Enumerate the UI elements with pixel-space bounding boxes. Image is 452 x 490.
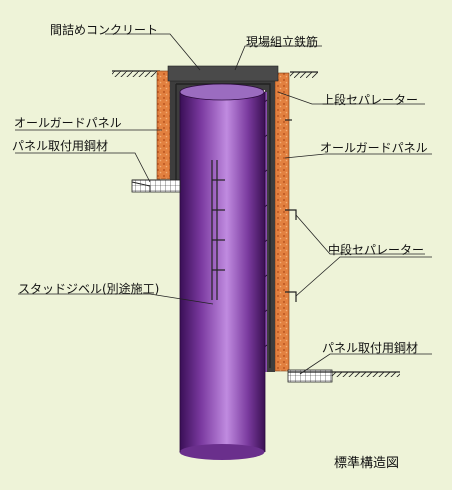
steel-pipe-pile	[179, 83, 266, 460]
label-panel-steel-left: パネル取付用鋼材	[12, 139, 109, 153]
ground-left	[112, 70, 160, 77]
separator-brackets	[285, 119, 297, 302]
label-all-guard-panel-left: オールガードパネル	[14, 116, 122, 130]
rebar-frame	[175, 83, 271, 368]
right-foundation	[287, 369, 400, 383]
label-all-guard-panel-right: オールガードパネル	[320, 141, 428, 155]
leader-lines	[15, 33, 432, 375]
stud-dowels	[211, 160, 225, 300]
label-middle-separator: 中段セパレーター	[328, 243, 425, 257]
label-site-rebar: 現場組立鉄筋	[246, 35, 319, 49]
label-stud-dowel: スタッドジベル(別途施工)	[18, 282, 160, 296]
label-infill-concrete: 間詰めコンクリート	[50, 23, 159, 37]
left-panel-strip	[156, 70, 171, 180]
left-foundation	[131, 179, 181, 193]
caption: 標準構造図	[334, 456, 400, 471]
ground-right	[290, 71, 318, 78]
label-upper-separator: 上段セパレーター	[322, 93, 419, 107]
label-panel-steel-right: パネル取付用鋼材	[322, 341, 419, 355]
infill-concrete-cap	[167, 65, 279, 82]
right-panel-strip	[274, 72, 290, 372]
